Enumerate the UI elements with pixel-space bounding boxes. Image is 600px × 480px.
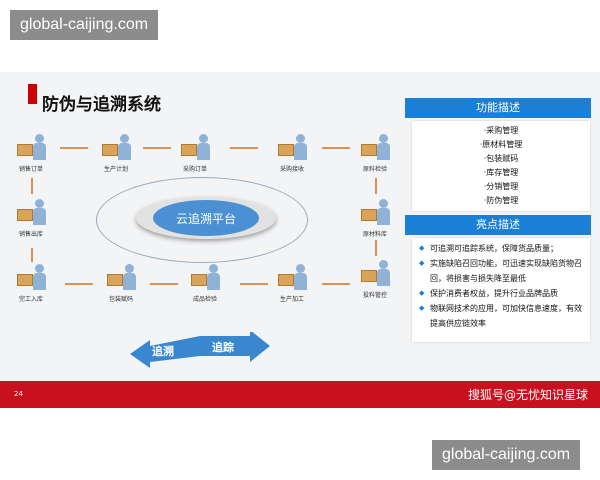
worker-icon (359, 258, 391, 288)
function-item: ·分销管理 (483, 182, 519, 191)
trace-back-label: 追溯 (152, 344, 174, 358)
process-node: 生产加工 (267, 262, 317, 303)
process-node: 成品检验 (180, 262, 230, 303)
highlight-panel-title: 亮点描述 (405, 215, 591, 235)
title-marker (28, 84, 37, 104)
flow-arrow (31, 178, 33, 194)
highlight-item: 物联网技术的应用，可加快信息速度，有效提高供应链效率 (416, 301, 586, 331)
platform-label: 云追溯平台 (153, 200, 259, 236)
process-label: 原材料库 (362, 231, 387, 238)
function-item: ·库存管理 (483, 168, 519, 177)
flow-arrow (322, 147, 350, 149)
process-label: 生产加工 (279, 296, 304, 303)
watermark: global-caijing.com (10, 10, 159, 40)
function-panel-title: 功能描述 (405, 98, 591, 118)
worker-icon (276, 262, 308, 292)
process-node: 完工入库 (6, 262, 56, 303)
process-node: 包装赋码 (96, 262, 146, 303)
highlight-panel: 可追溯可追踪系统，保障货品质量； 实施缺陷召回功能，可迅速实现缺陷货物召回，将损… (412, 238, 590, 342)
process-node: 销售出库 (6, 197, 56, 238)
process-label: 完工入库 (18, 296, 43, 303)
slide-title: 防伪与追溯系统 (42, 95, 161, 115)
watermark: global-caijing.com (432, 440, 581, 470)
highlight-item: 保护消费者权益，提升行业品牌品质 (416, 286, 586, 301)
process-node: 投料管控 (350, 258, 400, 299)
process-label: 销售出库 (18, 231, 43, 238)
flow-arrow (240, 283, 268, 285)
highlight-item: 可追溯可追踪系统，保障货品质量； (416, 241, 586, 256)
flow-arrow (31, 248, 33, 262)
flow-arrow (322, 283, 350, 285)
process-node: 销售订单 (6, 132, 56, 173)
process-node: 采购订单 (170, 132, 220, 173)
trace-forward-label: 追踪 (212, 340, 234, 354)
function-item: ·包装赋码 (483, 154, 519, 163)
worker-icon (100, 132, 132, 162)
process-node: 采购接收 (267, 132, 317, 173)
trace-arrows: 追溯 追踪 (130, 332, 270, 368)
flow-arrow (375, 178, 377, 194)
process-label: 投料管控 (362, 292, 387, 299)
flow-arrow (150, 283, 178, 285)
function-panel: ·采购管理 ·原材料管理 ·包装赋码 ·库存管理 ·分销管理 ·防伪管理 (412, 121, 590, 211)
platform-hub: 云追溯平台 (136, 197, 276, 239)
source-label: 搜狐号@无忧知识星球 (468, 388, 589, 402)
flow-arrow (65, 283, 93, 285)
flow-arrow (230, 147, 258, 149)
function-item: ·原材料管理 (479, 140, 523, 149)
highlight-item: 实施缺陷召回功能，可迅速实现缺陷货物召回，将损害与损失降至最低 (416, 256, 586, 286)
worker-icon (359, 132, 391, 162)
flow-arrow (60, 147, 88, 149)
worker-icon (276, 132, 308, 162)
function-item: ·采购管理 (483, 126, 519, 135)
worker-icon (105, 262, 137, 292)
process-label: 销售订单 (18, 166, 43, 173)
process-node: 原料检验 (350, 132, 400, 173)
process-label: 成品检验 (192, 296, 217, 303)
footer-bar (0, 381, 600, 408)
worker-icon (15, 262, 47, 292)
worker-icon (15, 132, 47, 162)
process-label: 采购订单 (182, 166, 207, 173)
process-label: 生产计划 (103, 166, 128, 173)
flow-arrow (143, 147, 171, 149)
page-number: 24 (14, 390, 23, 398)
process-node: 原材料库 (350, 197, 400, 238)
worker-icon (15, 197, 47, 227)
worker-icon (359, 197, 391, 227)
function-item: ·防伪管理 (483, 196, 519, 205)
worker-icon (189, 262, 221, 292)
worker-icon (179, 132, 211, 162)
process-label: 包装赋码 (108, 296, 133, 303)
flow-arrow (375, 240, 377, 256)
platform-ring (96, 177, 308, 263)
process-label: 原料检验 (362, 166, 387, 173)
process-label: 采购接收 (279, 166, 304, 173)
process-node: 生产计划 (91, 132, 141, 173)
